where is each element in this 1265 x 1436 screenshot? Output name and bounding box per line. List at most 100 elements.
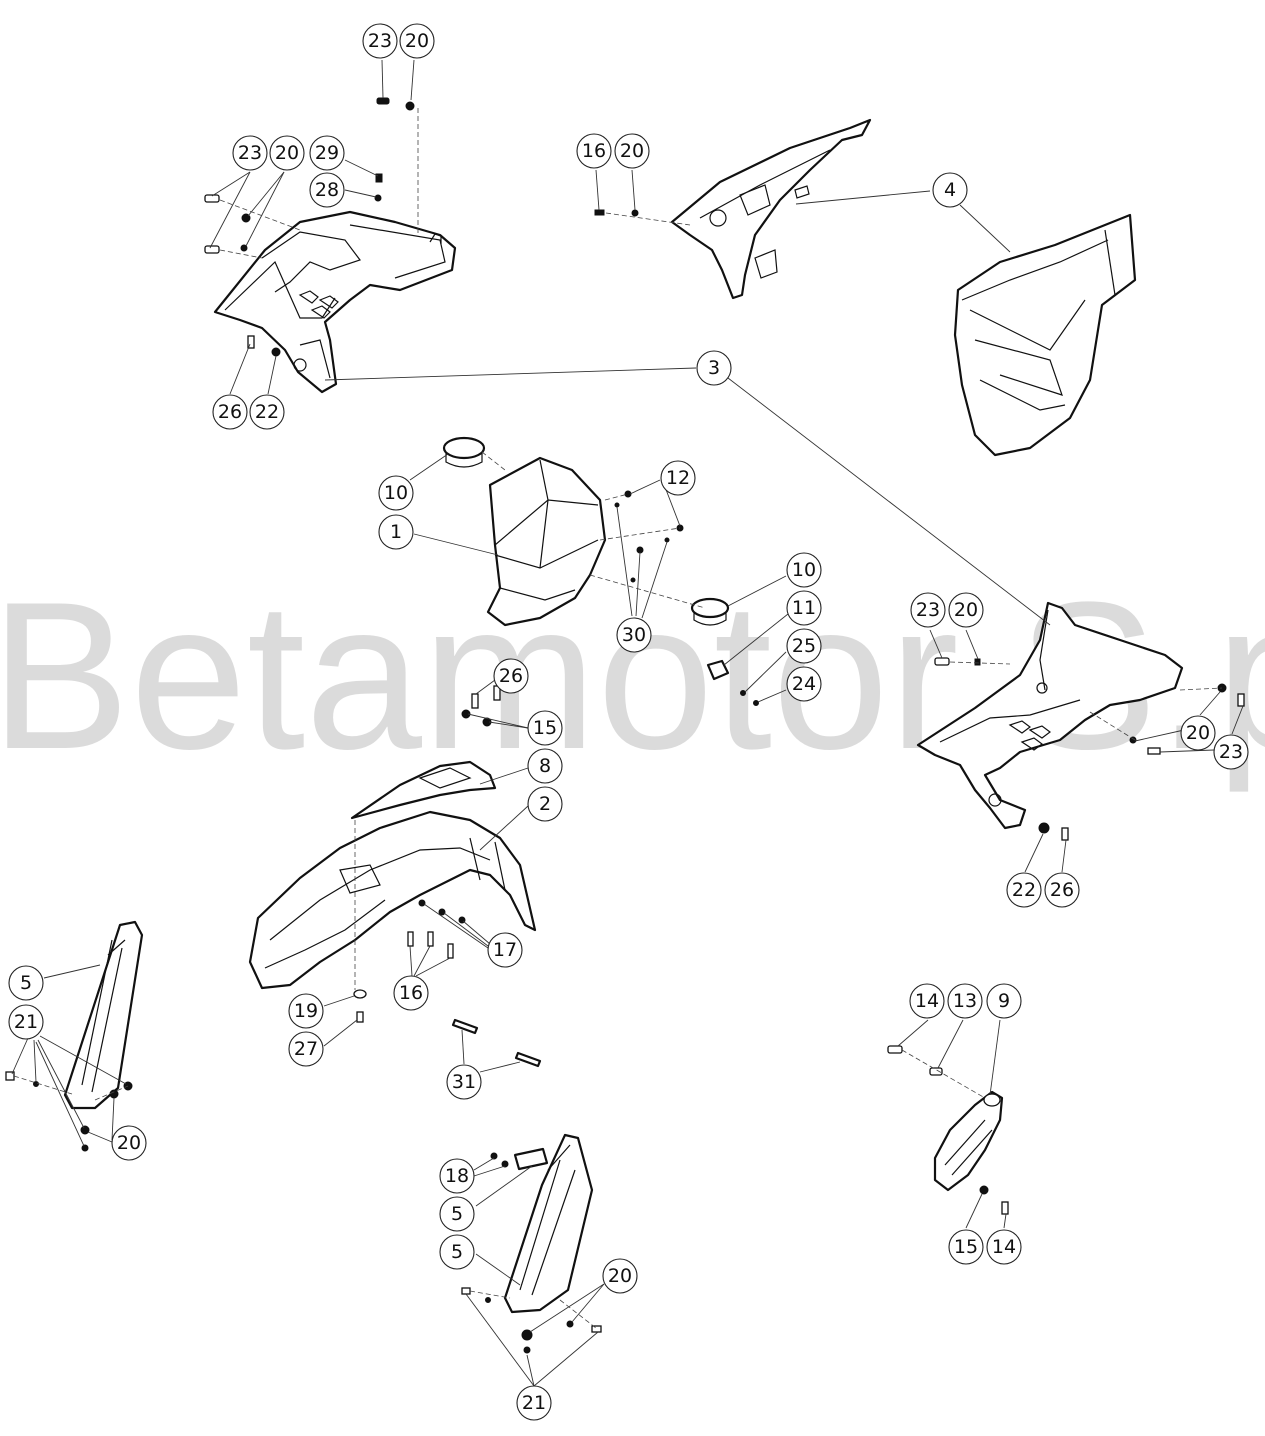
- callout-30: 30: [616, 617, 652, 653]
- callout-label: 16: [399, 982, 423, 1004]
- callout-23-top: 23: [362, 23, 398, 59]
- callout-label: 22: [255, 401, 279, 423]
- callout-label: 25: [792, 635, 816, 657]
- callout-label: 23: [238, 142, 262, 164]
- callout-label: 21: [14, 1011, 38, 1033]
- callout-label: 2: [539, 793, 551, 815]
- callout-label: 29: [315, 142, 339, 164]
- callout-label: 18: [445, 1165, 469, 1187]
- callout-label: 26: [218, 401, 242, 423]
- cable-clip-part: [706, 659, 730, 681]
- callout-24: 24: [786, 666, 822, 702]
- callout-label: 27: [294, 1038, 318, 1060]
- callout-label: 23: [368, 30, 392, 52]
- callout-2: 2: [527, 786, 563, 822]
- callout-12: 12: [660, 460, 696, 496]
- callout-20-left: 20: [269, 135, 305, 171]
- callout-1: 1: [378, 514, 414, 550]
- callout-11: 11: [786, 590, 822, 626]
- callout-27: 27: [288, 1031, 324, 1067]
- callout-5-bottom-a: 5: [439, 1196, 475, 1232]
- side-panel-part: [953, 213, 1137, 457]
- callout-20-fork-left: 20: [111, 1125, 147, 1161]
- callout-20-right: 20: [948, 592, 984, 628]
- callout-18: 18: [439, 1158, 475, 1194]
- callout-20-bracket: 20: [614, 133, 650, 169]
- hardware-fasteners: [5, 97, 1245, 1354]
- callout-label: 16: [582, 140, 606, 162]
- callout-28: 28: [309, 172, 345, 208]
- sticker-part: [451, 1018, 542, 1068]
- callout-label: 8: [539, 755, 551, 777]
- callout-3: 3: [696, 350, 732, 386]
- front-fender-part: [248, 810, 537, 990]
- callout-label: 10: [792, 559, 816, 581]
- callout-15-chain: 15: [948, 1229, 984, 1265]
- callout-23-right: 23: [910, 592, 946, 628]
- callout-5-bottom-b: 5: [439, 1234, 475, 1270]
- fork-guard-left-part: [63, 920, 144, 1110]
- callout-20-right-lower: 20: [1180, 715, 1216, 751]
- strap-clamp-upper-part: [442, 436, 486, 468]
- strap-clamp-lower-part: [690, 597, 730, 626]
- callout-26-right: 26: [1044, 872, 1080, 908]
- callout-16-fender: 16: [393, 975, 429, 1011]
- callout-label: 11: [792, 597, 816, 619]
- callout-label: 19: [294, 1000, 318, 1022]
- callout-label: 15: [954, 1236, 978, 1258]
- fender-brace-part: [350, 760, 497, 820]
- callout-label: 17: [493, 939, 517, 961]
- callout-label: 1: [390, 521, 402, 543]
- callout-29: 29: [309, 135, 345, 171]
- callout-label: 5: [20, 972, 32, 994]
- callout-14-bottom: 14: [986, 1229, 1022, 1265]
- callout-label: 12: [666, 467, 690, 489]
- callout-label: 5: [451, 1203, 463, 1225]
- callout-label: 26: [499, 665, 523, 687]
- callout-17: 17: [487, 932, 523, 968]
- callout-label: 14: [915, 990, 939, 1012]
- callout-label: 13: [953, 990, 977, 1012]
- callout-31: 31: [446, 1064, 482, 1100]
- callout-20-top: 20: [399, 23, 435, 59]
- callout-label: 20: [620, 140, 644, 162]
- callout-label: 23: [1219, 741, 1243, 763]
- radiator-shroud-left-part: [213, 210, 457, 394]
- headlight-mask-part: [486, 456, 607, 627]
- callout-label: 10: [384, 482, 408, 504]
- callout-label: 20: [275, 142, 299, 164]
- callout-label: 30: [622, 624, 646, 646]
- callout-4: 4: [932, 172, 968, 208]
- callout-label: 20: [117, 1132, 141, 1154]
- callout-15-fender: 15: [527, 710, 563, 746]
- callout-label: 26: [1050, 879, 1074, 901]
- callout-10-upper: 10: [378, 475, 414, 511]
- callout-9: 9: [986, 983, 1022, 1019]
- callout-label: 20: [608, 1265, 632, 1287]
- callout-21-left: 21: [8, 1004, 44, 1040]
- callout-label: 14: [992, 1236, 1016, 1258]
- callout-14-top: 14: [909, 983, 945, 1019]
- callout-label: 22: [1012, 879, 1036, 901]
- callout-10-lower: 10: [786, 552, 822, 588]
- callout-label: 23: [916, 599, 940, 621]
- fork-guard-right-part: [503, 1133, 594, 1314]
- callout-23-left: 23: [232, 135, 268, 171]
- side-bracket-part: [670, 118, 872, 300]
- callout-label: 3: [708, 357, 720, 379]
- callout-26-left: 26: [212, 394, 248, 430]
- callout-label: 4: [944, 179, 956, 201]
- callout-19: 19: [288, 993, 324, 1029]
- callout-22-left: 22: [249, 394, 285, 430]
- callout-label: 31: [452, 1071, 476, 1093]
- callout-20-bottom: 20: [602, 1258, 638, 1294]
- callout-21-bottom: 21: [516, 1385, 552, 1421]
- callout-label: 5: [451, 1241, 463, 1263]
- callout-label: 21: [522, 1392, 546, 1414]
- callout-label: 28: [315, 179, 339, 201]
- callout-22-right: 22: [1006, 872, 1042, 908]
- leader-lines: [11, 59, 1244, 1387]
- callout-5-left: 5: [8, 965, 44, 1001]
- callout-label: 20: [1186, 722, 1210, 744]
